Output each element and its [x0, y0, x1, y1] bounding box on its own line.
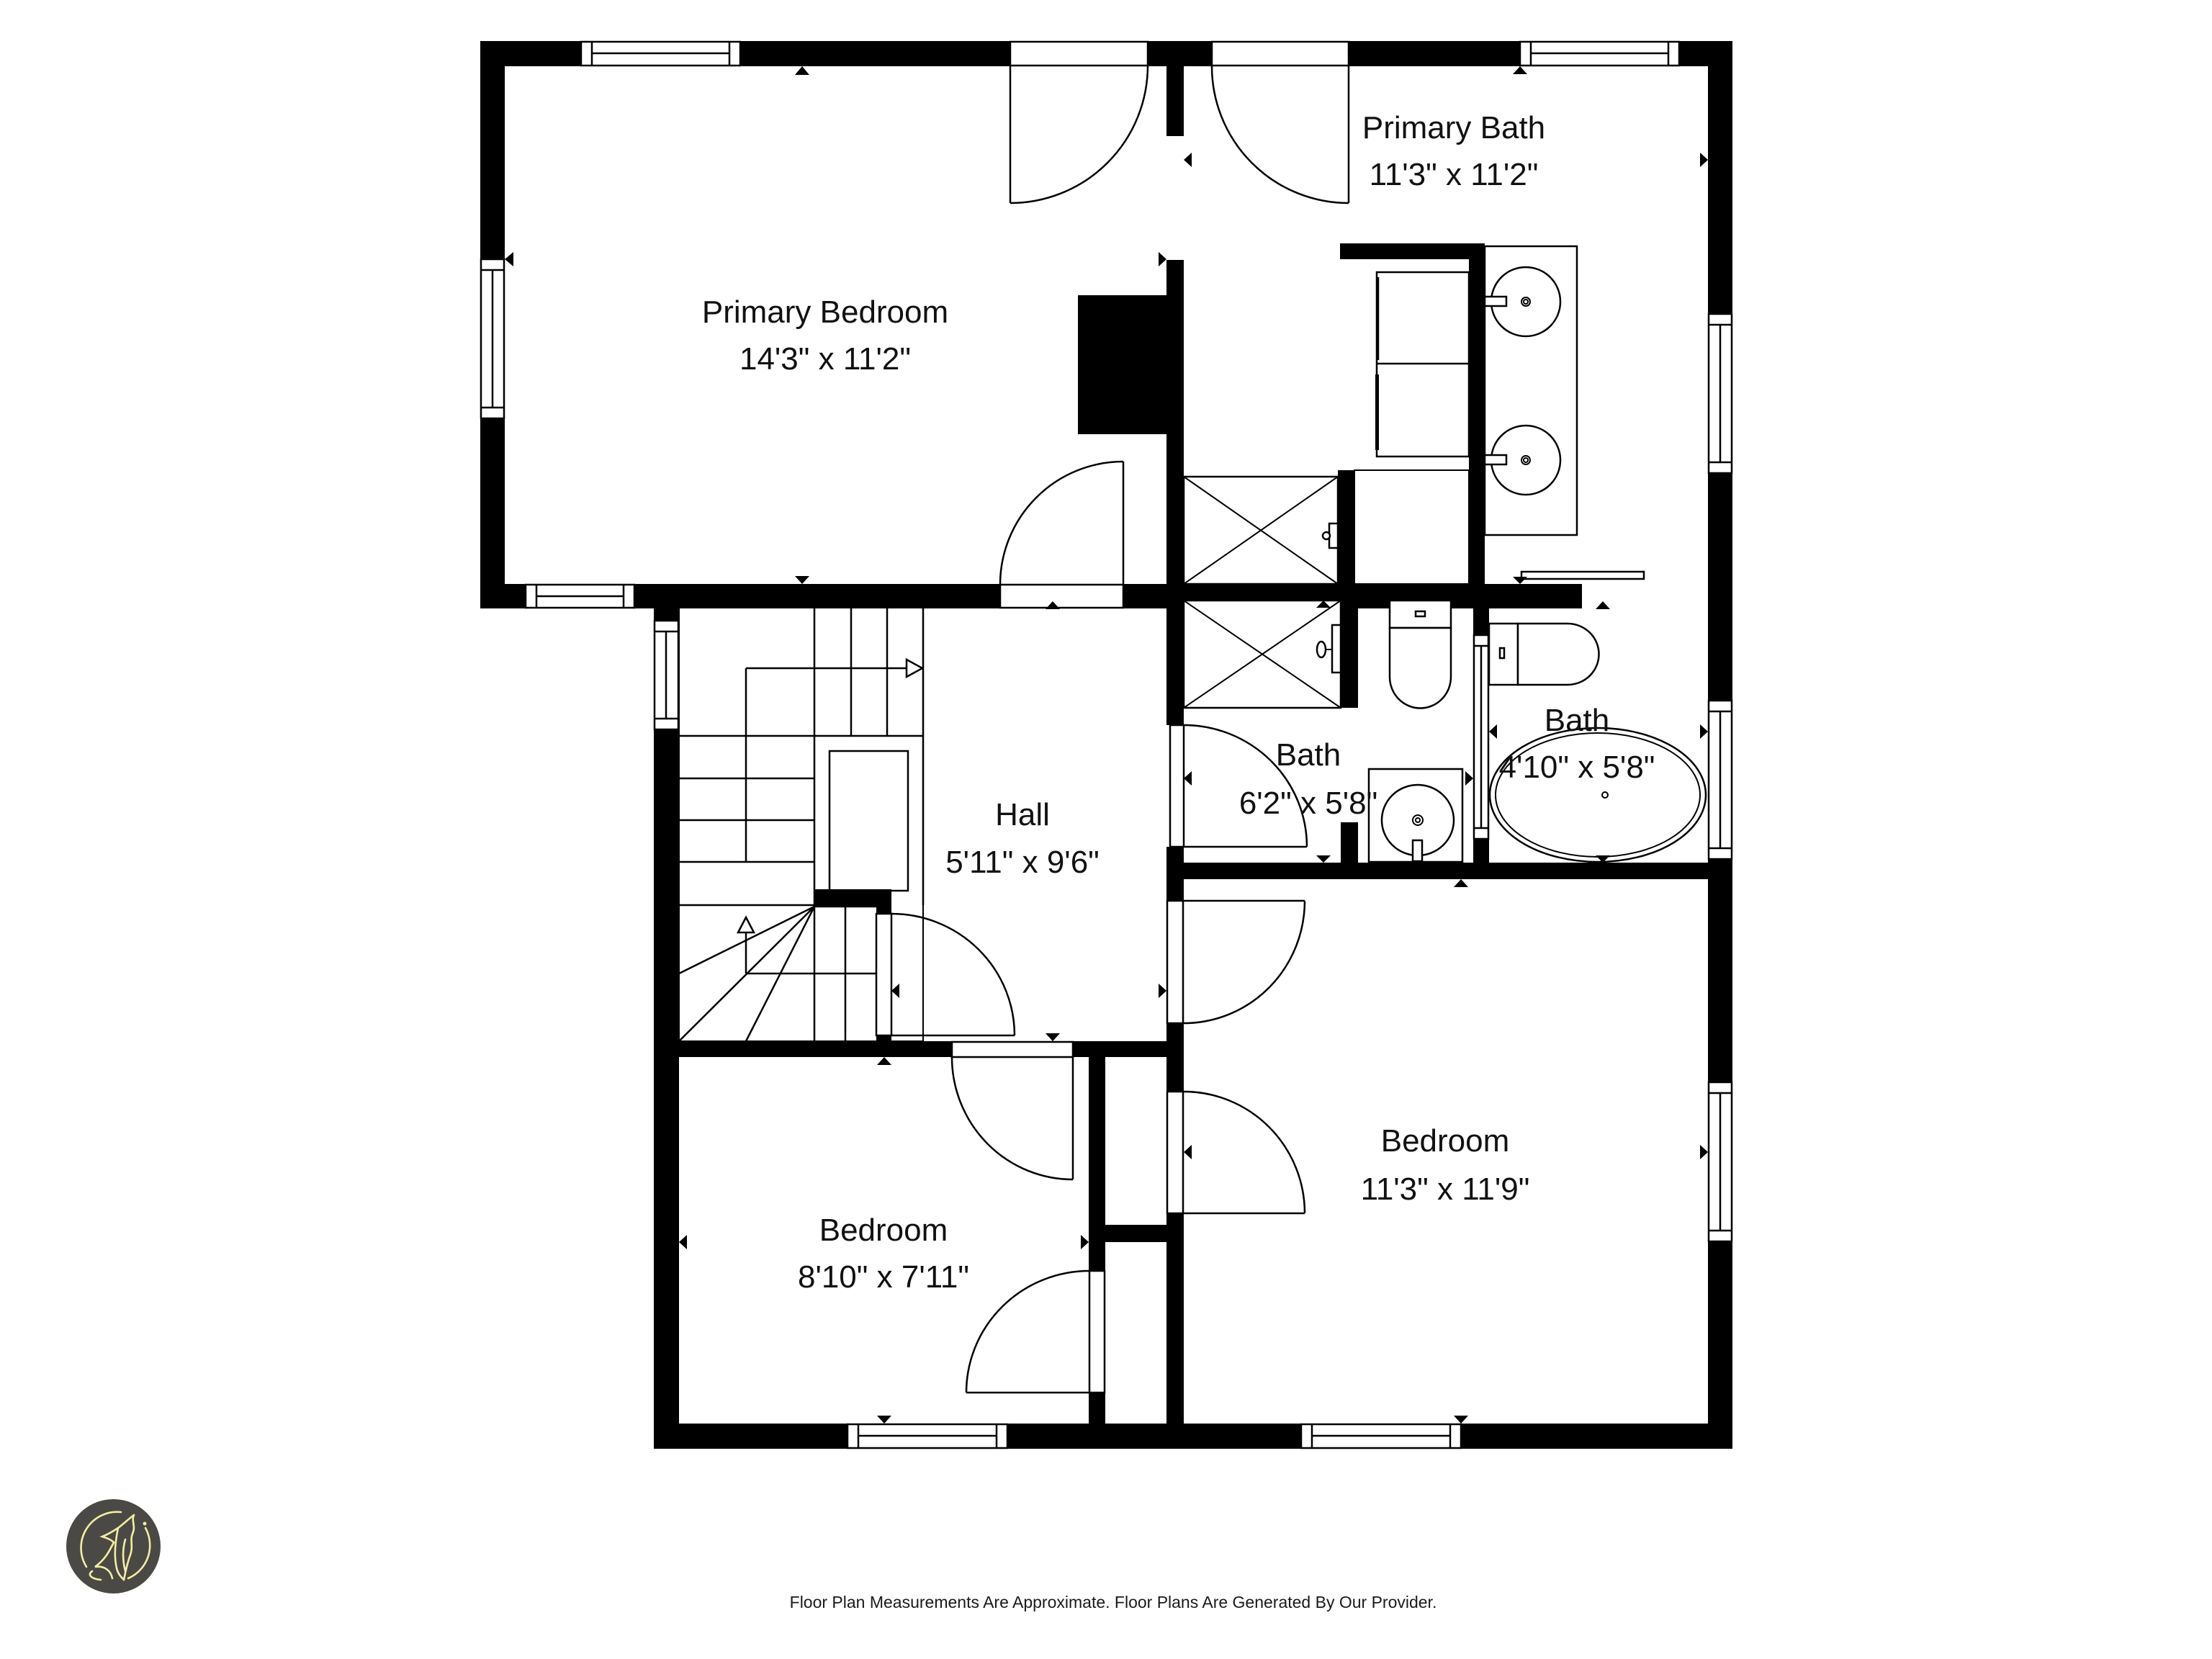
door-bedroom-large: [1166, 899, 1306, 1025]
room-dimensions: 5'11" x 9'6": [945, 845, 1100, 880]
room-name: Bath: [1545, 703, 1610, 738]
toilet: [1488, 622, 1600, 686]
room-dimensions: 11'3" x 11'9": [1361, 1172, 1530, 1207]
window-bottom-bedroom-large: [1300, 1423, 1462, 1449]
sliding-door: [1520, 570, 1645, 580]
door-bath-small: [1169, 724, 1308, 848]
window-left-stairs: [653, 619, 680, 731]
glass-partition: [1473, 634, 1490, 840]
door-primary-bath: [1210, 40, 1350, 204]
window-bottom-bedroom-small: [846, 1423, 1009, 1449]
room-dimensions: 14'3" x 11'2": [739, 341, 911, 377]
door-bedroom-small: [950, 1040, 1074, 1181]
shower: [1182, 599, 1342, 709]
bathtub: [1488, 727, 1707, 863]
staircase: [678, 601, 925, 1042]
brand-logo: [66, 1499, 161, 1593]
dimension-markers: [505, 66, 1708, 1424]
fixtures: [1182, 245, 1707, 863]
room-dimensions: 6'2" x 5'8": [1239, 786, 1377, 821]
door-bedroom-large-closet: [1166, 1090, 1306, 1215]
room-name: Bedroom: [1381, 1123, 1510, 1159]
window-right-primary-bath: [1707, 313, 1733, 475]
window-bottom-primary-bedroom: [524, 583, 636, 609]
window-left-primary-bedroom: [480, 258, 505, 420]
toilet: [1388, 599, 1452, 709]
door-hall-closet: [875, 912, 1016, 1037]
shower: [1182, 475, 1339, 585]
door-primary-bedroom: [999, 460, 1125, 609]
walls: [480, 41, 1732, 1449]
window-right-bedroom: [1707, 1081, 1733, 1243]
room-name: Bedroom: [819, 1213, 948, 1248]
room-labels: Primary Bedroom 14'3" x 11'2" Primary Ba…: [702, 110, 1655, 1295]
windows: [480, 40, 1733, 1449]
room-name: Primary Bath: [1362, 110, 1545, 145]
window-right-bath: [1707, 699, 1733, 860]
room-dimensions: 4'10" x 5'8": [1499, 750, 1655, 785]
room-dimensions: 8'10" x 7'11": [798, 1259, 969, 1295]
room-dimensions: 11'3" x 11'2": [1370, 157, 1539, 192]
room-name: Primary Bedroom: [702, 295, 948, 330]
window-top-primary-bath: [1519, 40, 1681, 67]
door-primary-closet: [1009, 40, 1149, 204]
room-name: Bath: [1276, 737, 1341, 773]
window-top-primary-bedroom: [580, 40, 742, 67]
howling-wolf-icon: [80, 1511, 151, 1581]
disclaimer-text: Floor Plan Measurements Are Approximate.…: [789, 1593, 1437, 1611]
doors: [875, 40, 1645, 1394]
room-name: Hall: [995, 797, 1050, 832]
door-bedroom-small-closet: [965, 1269, 1106, 1394]
